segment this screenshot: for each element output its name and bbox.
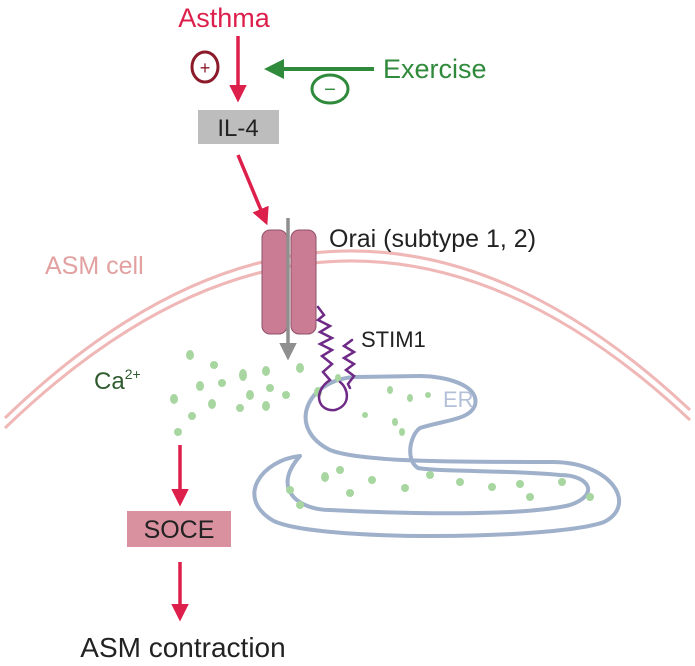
calcium-ions — [170, 350, 594, 509]
flow-arrows — [171, 36, 269, 622]
ca-label: Ca2+ — [94, 366, 141, 395]
minus-icon: − — [310, 73, 350, 105]
orai-channel — [261, 229, 317, 335]
ca-symbol: Ca — [94, 368, 125, 395]
asm-cell-label: ASM cell — [45, 252, 144, 280]
il4-to-orai-arrow — [236, 154, 269, 226]
stim1-label: STIM1 — [361, 327, 426, 352]
plus-sign: + — [200, 58, 211, 78]
er-label: ER — [443, 387, 474, 412]
asthma-label: Asthma — [178, 3, 271, 33]
exercise-label: Exercise — [383, 54, 487, 84]
plus-icon: + — [190, 50, 220, 84]
asm-contraction-label: ASM contraction — [80, 632, 285, 663]
stim1-protein — [315, 305, 357, 412]
soce-label: SOCE — [144, 516, 215, 544]
il4-box — [198, 110, 279, 144]
ca-charge: 2+ — [125, 366, 141, 382]
cell-membrane — [3, 249, 692, 430]
orai-label: Orai (subtype 1, 2) — [329, 225, 536, 253]
minus-sign: − — [324, 79, 336, 101]
il4-label: IL-4 — [217, 115, 258, 142]
soce-box — [127, 511, 231, 547]
endoplasmic-reticulum — [252, 374, 622, 538]
